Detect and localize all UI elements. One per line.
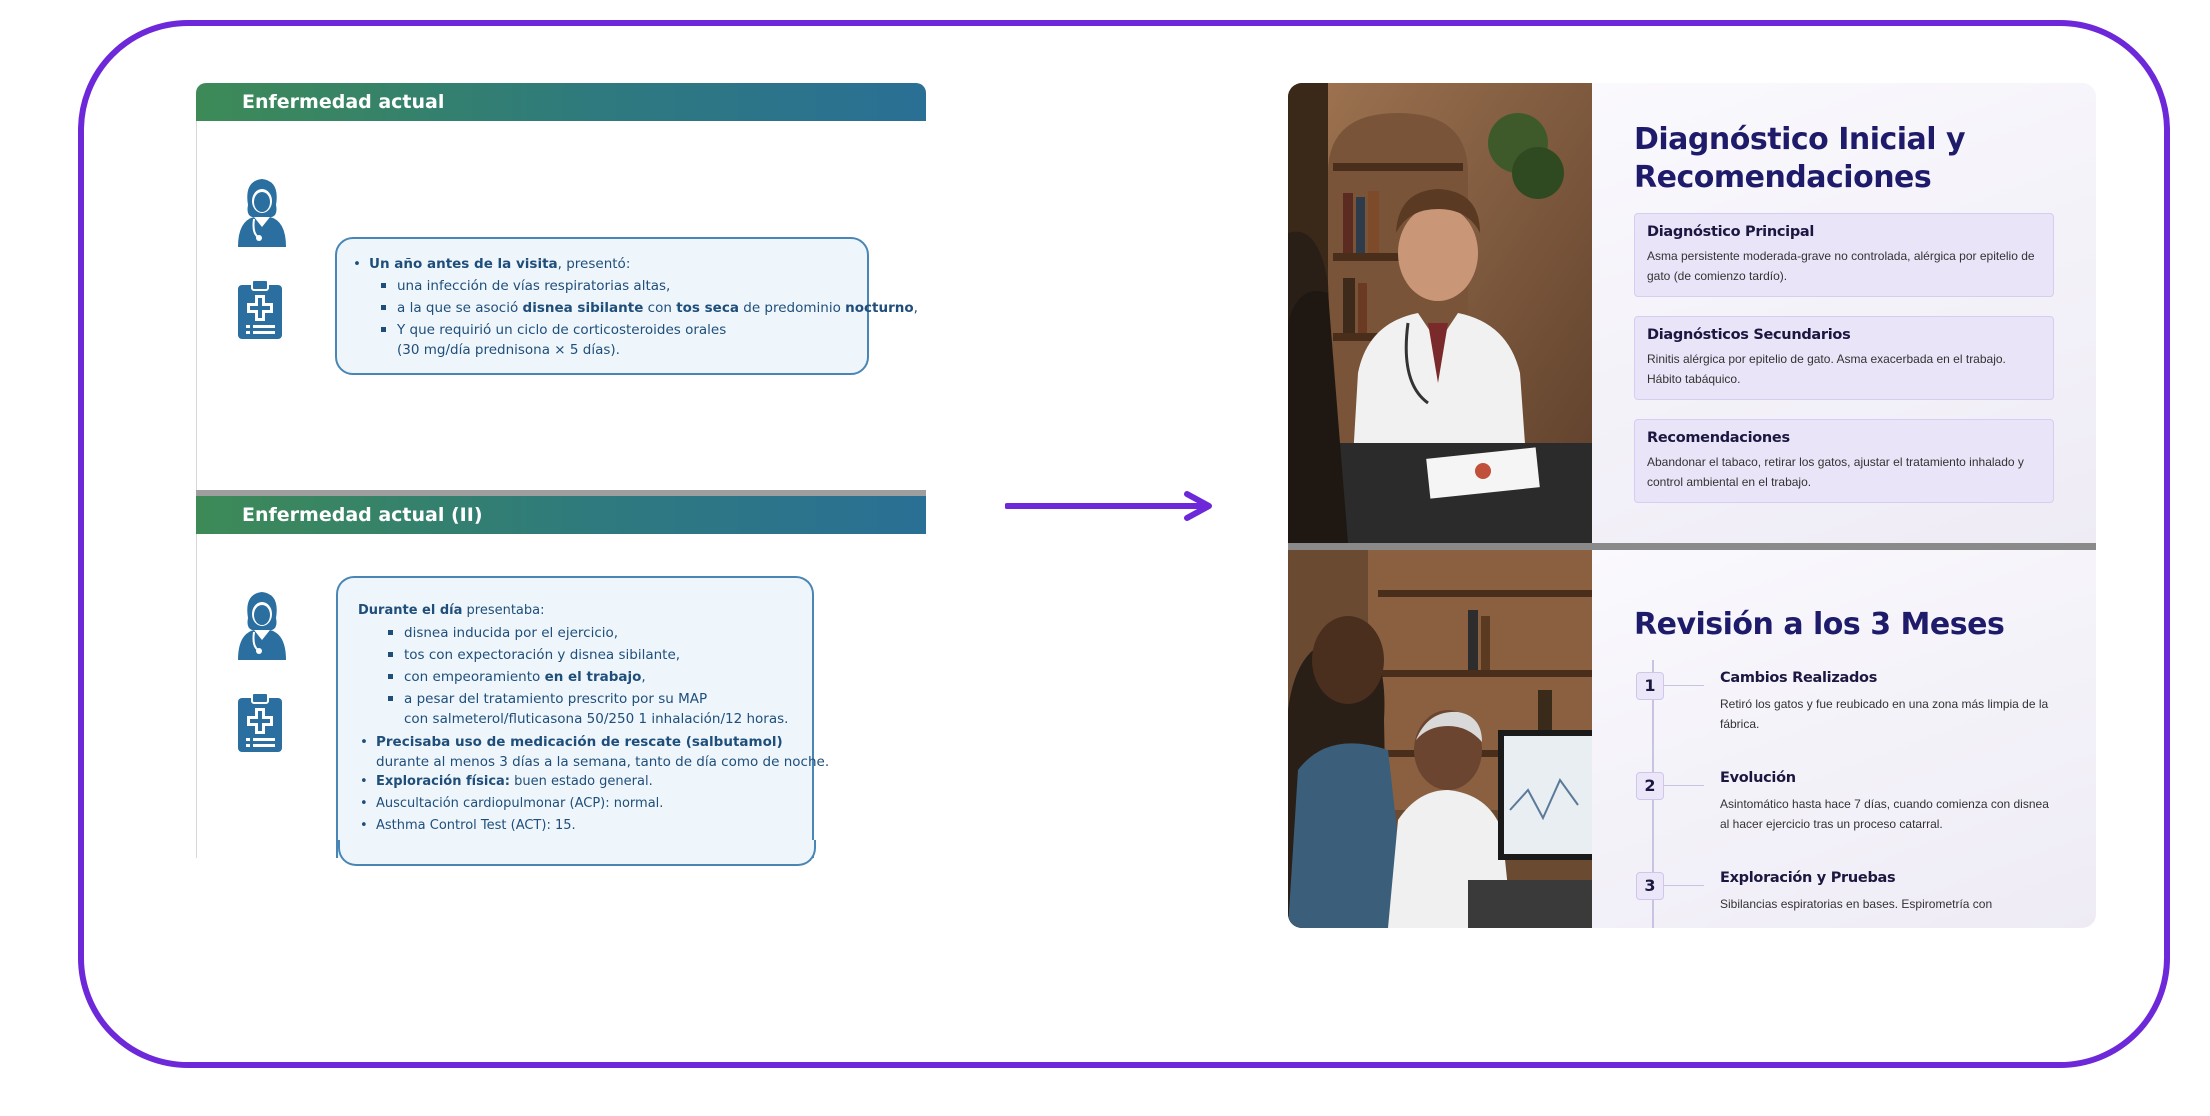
list-item: una infección de vías respiratorias alta…: [351, 275, 853, 297]
clipboard-medical-icon: [238, 279, 282, 339]
comparison-frame: [78, 20, 2170, 1068]
list-item: •Precisaba uso de medicación de rescate …: [360, 734, 783, 750]
step-number-badge: 3: [1636, 872, 1664, 900]
list-item: a pesar del tratamiento prescrito por su…: [358, 688, 798, 710]
timeline-step-body: Evolución Asintomático hasta hace 7 días…: [1720, 770, 2049, 831]
slide-1-content: Diagnóstico Inicial y Recomendaciones Di…: [1592, 83, 2096, 543]
slide-2-header: Enfermedad actual (II): [196, 496, 926, 534]
slide-2-textbox-bottom: [338, 840, 816, 866]
list-item: •Auscultación cardiopulmonar (ACP): norm…: [360, 796, 664, 811]
timeline-step-body: Cambios Realizados Retiró los gatos y fu…: [1720, 670, 2049, 731]
diagnosis-card: Diagnóstico Principal Asma persistente m…: [1634, 213, 2054, 297]
recommendations-card: Recomendaciones Abandonar el tabaco, ret…: [1634, 419, 2054, 503]
redesigned-slide-1: Diagnóstico Inicial y Recomendaciones Di…: [1288, 83, 2096, 543]
slide-1-header: Enfermedad actual: [196, 83, 926, 121]
slide-2-title: Revisión a los 3 Meses: [1634, 607, 2005, 642]
slide-2-textbox: Durante el día presentaba: disnea induci…: [336, 576, 830, 858]
list-item: •Asthma Control Test (ACT): 15.: [360, 818, 576, 833]
doctor-icon: [238, 179, 286, 247]
slide-divider: [1288, 543, 2096, 550]
slide-divider: [196, 490, 926, 496]
redesigned-slide-2: Revisión a los 3 Meses 1 Cambios Realiza…: [1288, 550, 2096, 928]
list-item-continuation: durante al menos 3 días a la semana, tan…: [376, 754, 830, 770]
original-slide-2: Enfermedad actual (II) Durante el día pr…: [196, 496, 926, 858]
step-number-badge: 2: [1636, 772, 1664, 800]
list-item-continuation: con salmeterol/fluticasona 50/250 1 inha…: [404, 711, 789, 727]
list-item: Durante el día presentaba:: [358, 603, 545, 618]
diagnosis-card: Diagnósticos Secundarios Rinitis alérgic…: [1634, 316, 2054, 400]
timeline-step: 2: [1636, 772, 1704, 800]
list-item: disnea inducida por el ejercicio,: [358, 622, 798, 644]
slide-2-content: Revisión a los 3 Meses 1 Cambios Realiza…: [1592, 550, 2096, 928]
step-number-badge: 1: [1636, 672, 1664, 700]
right-arrow-icon: [1005, 491, 1212, 521]
list-item: tos con expectoración y disnea sibilante…: [358, 644, 798, 666]
list-item: •Exploración física: buen estado general…: [360, 774, 653, 789]
list-item: •Un año antes de la visita, presentó:: [353, 256, 631, 272]
clipboard-medical-icon: [238, 692, 282, 752]
slide-1-title: Diagnóstico Inicial y Recomendaciones: [1634, 122, 1966, 195]
doctor-consultation-photo: [1288, 83, 1592, 543]
timeline-step: 1: [1636, 672, 1704, 700]
original-slide-1: Enfermedad actual •Un año antes de la vi…: [196, 83, 926, 493]
list-item: con empeoramiento en el trabajo,: [358, 666, 798, 688]
list-item: Y que requirió un ciclo de corticosteroi…: [351, 319, 853, 341]
timeline-step: 3: [1636, 872, 1704, 900]
slide-1-textbox: •Un año antes de la visita, presentó: un…: [335, 237, 918, 375]
doctor-patient-computer-photo: [1288, 550, 1592, 928]
doctor-icon: [238, 592, 286, 660]
list-item: a la que se asoció disnea sibilante con …: [351, 297, 918, 319]
timeline-step-body: Exploración y Pruebas Sibilancias espira…: [1720, 870, 1993, 911]
list-item-continuation: (30 mg/día prednisona × 5 días).: [397, 342, 620, 358]
